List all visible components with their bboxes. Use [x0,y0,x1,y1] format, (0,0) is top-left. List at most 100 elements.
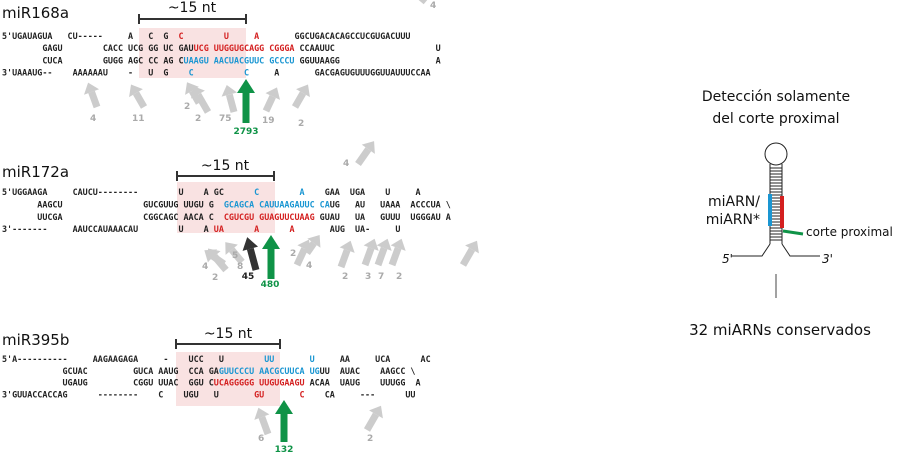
sequence-segment: AUG UA- U [295,224,401,234]
side-heading-line1: Detección solamente [702,89,850,105]
sequence-segment: CA --- UU [305,389,416,399]
sequence-segment: UCAGGGGG UUGUGAAGU [214,378,305,388]
strand-label-line1: miARN/ [708,194,760,210]
sequence-segment [259,187,299,197]
read-count: 2 [184,102,190,112]
read-count-arrow [208,248,229,273]
sequence-segment: CGUCGU GUAGUUCUAAG [224,212,315,222]
sequence-segment: U [310,354,315,364]
sequence-line: 5'UGAUAGUA CU----- A C G C U A GGCUGACAC… [2,31,410,41]
read-count-arrow [355,141,375,167]
read-arrows [204,141,479,273]
window-bracket [138,14,247,24]
panel-title: miR172a [2,163,69,181]
read-count-arrow [374,238,392,267]
sequence-segment [224,224,254,234]
end-3-label: 3' [822,252,833,266]
read-count: 2 [212,273,218,283]
sequence-segment [184,31,224,41]
read-count: 2 [342,272,348,282]
highlight-box [177,182,275,233]
read-count-cleavage: 480 [261,280,280,290]
read-count: 11 [132,114,145,124]
read-count: 2 [290,249,296,259]
read-count-dark: 45 [242,272,255,282]
sequence-segment: C [178,31,183,41]
read-count-arrow [221,84,238,113]
sequence-segment: UUCGA CGGCAGC AACA C [2,212,224,222]
read-count: 8 [237,262,243,272]
sequence-line: AAGCU GUCGUUG UUGU G GCAGCA CAUUAAGAUUC … [2,199,451,209]
sequence-segment: A GACGAGUGUUUGGUUAUUUCCAA [249,68,431,78]
read-count-arrow [191,86,212,114]
sequence-segment: UCG UUGGUGCAGG CGGGA [194,43,295,53]
sequence-line: 3'GUUACCACCAG -------- C UGU U GU C CA -… [2,389,415,399]
panel-title: miR168a [2,4,69,22]
read-arrows [84,0,438,114]
read-count: 4 [202,262,208,272]
highlight-box [139,28,246,78]
sequence-segment: UU AUAC AAGCC \ [320,366,416,376]
sequence-segment [264,389,299,399]
footer-count: 32 miARNs conservados [689,321,871,339]
sequence-segment: UA [214,224,224,234]
read-count-arrow [361,238,379,267]
read-count: 5 [232,251,238,261]
sequence-segment: CCAAUUC U [294,43,440,53]
read-arrows [254,405,383,436]
highlight-box [176,352,280,406]
sequence-line: GCUAC GUCA AAUG CCA GAGUUCCCU AACGCUUCA … [2,366,415,376]
sequence-segment: 5'A---------- AAGAAGAGA - UCC U [2,354,264,364]
read-count-arrow [225,242,245,265]
strand-label-line2: miARN* [706,212,760,228]
cleavage-arrow [262,235,280,279]
read-count: 4 [343,159,349,169]
sequence-line: 5'UGGAAGA CAUCU-------- U A GC C A GAA U… [2,187,421,197]
sequence-segment: GUUCCCU AACGCUUCA UG [219,366,320,376]
sequence-segment: ACAA UAUG UUUGG A [305,378,421,388]
read-count: 2 [396,272,402,282]
sequence-segment: GGCUGACACAGCCUCGUGACUUU [259,31,410,41]
sequence-segment: A [289,224,294,234]
sequence-segment: GCUAC GUCA AAUG CCA GA [2,366,219,376]
window-bracket [175,339,281,349]
read-count-arrow [363,405,383,432]
sequence-segment: GAA UGA U A [305,187,421,197]
read-count: 3 [365,272,371,282]
sequence-segment: CUCA GUGG AGC CC AG C [2,55,184,65]
sequence-segment [259,224,289,234]
read-count: 4 [90,114,96,124]
read-count-arrow [129,84,148,109]
sequence-line: UUCGA CGGCAGC AACA C CGUCGU GUAGUUCUAAG … [2,212,451,222]
window-label: ~15 nt [204,326,253,342]
read-count-arrow [291,84,310,109]
read-count-arrow-dark [242,237,260,271]
sequence-segment: GCAGCA CAUUAAGAUUC CA [224,199,330,209]
read-count-arrow [337,240,355,269]
cleavage-arrow [237,79,255,123]
sequence-segment: A [300,187,305,197]
sequence-segment [274,354,309,364]
read-count: 2 [298,119,304,129]
proximal-cut-mark [782,229,804,236]
side-legend: Detección solamente del corte proximal [689,89,893,339]
sequence-segment: UAAGU AACUACGUUC GCCCU [184,55,295,65]
sequence-segment: 3'UAAAUG-- AAAAAAU - U G [2,68,189,78]
sequence-segment: UGAUG CGGU UUAC GGU C [2,378,214,388]
sequence-line: GAGU CACC UCG GG UC GAUUCG UUGGUGCAGG CG… [2,43,441,53]
read-count: 4 [306,261,312,271]
sequence-line: UGAUG CGGU UUAC GGU CUCAGGGGG UUGUGAAGU … [2,378,421,388]
sequence-segment: 5'UGGAAGA CAUCU-------- U A GC [2,187,254,197]
panel-mir395b: miR395b ~15 nt 5'A---------- AAGAAGAGA -… [2,326,431,454]
sequence-line: 3'------- AAUCCAUAAACAU U A UA A A AUG U… [2,224,400,234]
sequence-segment: GU [254,389,264,399]
end-5-label: 5' [722,252,733,266]
sequence-segment: A [254,31,259,41]
cut-label: corte proximal [806,225,893,239]
read-count: 4 [430,1,436,11]
read-count-arrow [254,407,272,436]
read-count-arrow [293,239,312,267]
read-count: 6 [258,434,264,444]
read-count-arrow [459,240,479,267]
